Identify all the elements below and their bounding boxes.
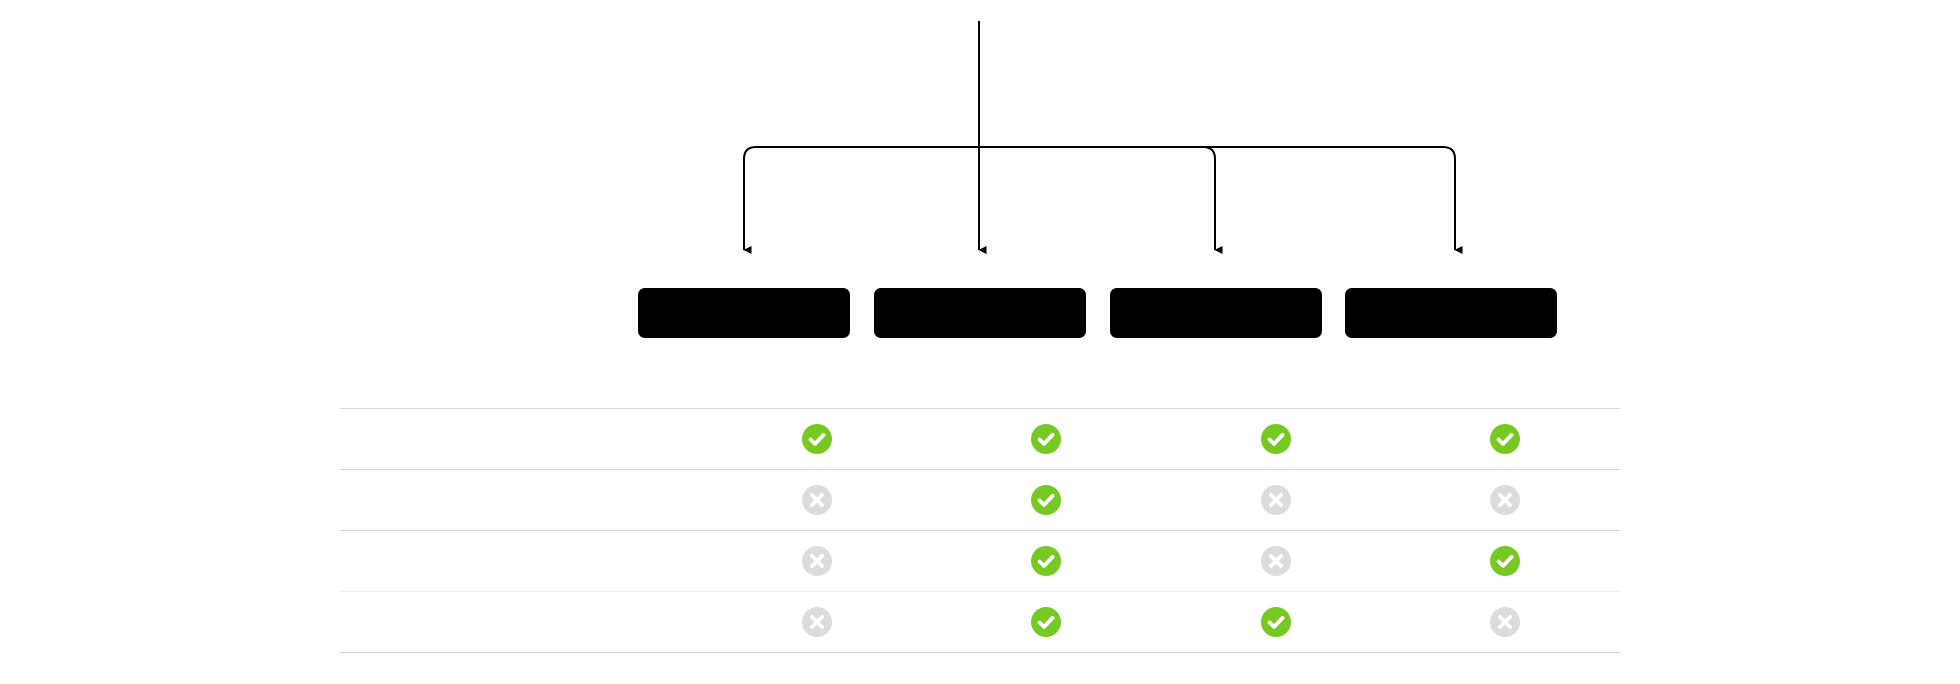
matrix-cell	[1161, 591, 1391, 653]
check-circle-icon	[1490, 546, 1521, 576]
check-circle-icon	[1260, 607, 1291, 637]
matrix-cell	[1161, 530, 1391, 592]
matrix-cell	[1390, 530, 1620, 592]
check-circle-icon	[1031, 607, 1062, 637]
comparison-matrix-table	[340, 408, 1620, 653]
matrix-cell	[1390, 469, 1620, 531]
cross-circle-icon	[1490, 485, 1521, 515]
cross-circle-icon	[1260, 485, 1291, 515]
matrix-cell	[702, 530, 932, 592]
matrix-cell	[931, 469, 1161, 531]
matrix-cell	[702, 591, 932, 653]
matrix-cell	[702, 469, 932, 531]
matrix-cell	[931, 408, 1161, 470]
check-circle-icon	[1490, 424, 1521, 454]
matrix-cell	[931, 591, 1161, 653]
table-row	[340, 469, 1620, 531]
matrix-cell	[1390, 408, 1620, 470]
check-circle-icon	[1031, 546, 1062, 576]
category-box-2[interactable]	[874, 288, 1086, 338]
matrix-cell	[1161, 408, 1391, 470]
matrix-cell	[931, 530, 1161, 592]
row-label-cell	[340, 530, 702, 592]
matrix-cell	[702, 408, 932, 470]
check-circle-icon	[801, 424, 832, 454]
branch-line-4	[979, 146, 1463, 254]
branching-tree-connector	[743, 21, 1463, 254]
check-circle-icon	[1260, 424, 1291, 454]
check-circle-icon	[1031, 485, 1062, 515]
row-label-cell	[340, 591, 702, 653]
check-circle-icon	[1031, 424, 1062, 454]
branch-line-3	[979, 146, 1223, 254]
cross-circle-icon	[801, 485, 832, 515]
matrix-table-body	[340, 408, 1620, 653]
table-row	[340, 530, 1620, 592]
table-row	[340, 591, 1620, 653]
matrix-cell	[1390, 591, 1620, 653]
cross-circle-icon	[801, 607, 832, 637]
cross-circle-icon	[1490, 607, 1521, 637]
category-box-1[interactable]	[638, 288, 850, 338]
category-box-4[interactable]	[1345, 288, 1557, 338]
matrix-cell	[1161, 469, 1391, 531]
branch-line-1	[743, 146, 979, 254]
row-label-cell	[340, 408, 702, 470]
cross-circle-icon	[801, 546, 832, 576]
category-box-3[interactable]	[1110, 288, 1322, 338]
row-label-cell	[340, 469, 702, 531]
cross-circle-icon	[1260, 546, 1291, 576]
table-row	[340, 408, 1620, 470]
